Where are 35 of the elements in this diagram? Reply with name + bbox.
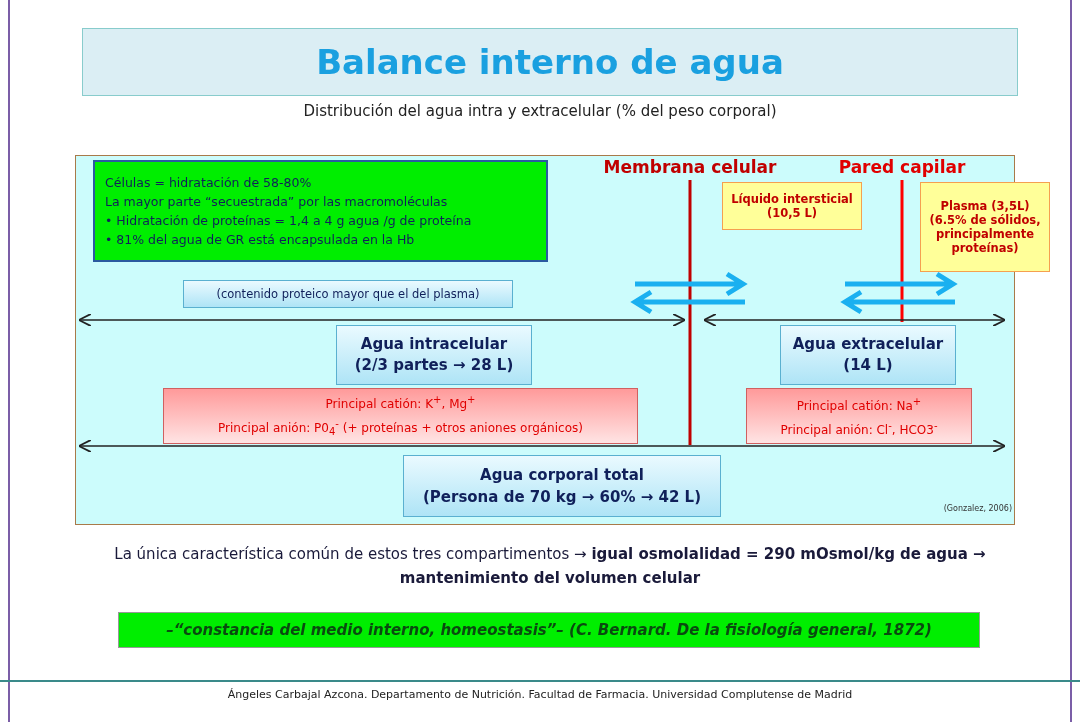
info-box (93, 160, 548, 262)
ion-box (163, 388, 638, 444)
compartment-box (722, 182, 862, 230)
box-text: (Persona de 70 kg → 60% → 42 L) (421, 487, 703, 508)
total-water-box (403, 455, 721, 517)
summary-text: La única característica común de estos tres compartimentos → igual osmolalidad = 290 mOsmol/kg de agua → mantenimiento del volumen celular (113, 544, 987, 589)
subtitle: Distribución del agua intra y extracelular (% del peso corporal) (302, 102, 778, 120)
box-text: • 81% del agua de GR está encapsulada en la Hb (105, 231, 416, 249)
ion-box (746, 388, 972, 444)
box-text: Células = hidratación de 58-80% (105, 174, 313, 192)
title: Balance interno de agua (316, 42, 784, 82)
quote-box (118, 612, 980, 648)
boundary-label: Pared capilar (837, 157, 967, 177)
box-text: Principal anión: Cl$^{-}$, HCO3$^{-}$ (779, 419, 939, 439)
box-text: Líquido intersticial (10,5 L) (730, 192, 854, 220)
box-text: (14 L) (842, 355, 894, 376)
box-text: (2/3 partes → 28 L) (353, 355, 515, 376)
box-text: Plasma (3,5L) (6.5% de sólidos, principalmente proteínas) (928, 199, 1042, 255)
box-text: Principal catión: Na$^{+}$ (795, 395, 923, 415)
compartment-box (336, 325, 532, 385)
boundary-label: Membrana celular (602, 157, 778, 177)
box-text: • Hidratación de proteínas = 1,4 a 4 g agua /g de proteína (105, 212, 473, 230)
box-text: Agua intracelular (359, 334, 509, 355)
compartment-box (780, 325, 956, 385)
box-text: La mayor parte “secuestrada” por las macromoléculas (105, 193, 449, 211)
citation: (Gonzalez, 2006) (942, 504, 1012, 513)
box-text: (contenido proteico mayor que el del plasma) (215, 287, 481, 301)
note-box (183, 280, 513, 308)
box-text: Agua corporal total (479, 465, 645, 486)
box-text: Agua extracelular (791, 334, 945, 355)
box-text: Principal catión: K$^{+}$, Mg$^{+}$ (324, 393, 477, 414)
box-text: Principal anión: P0$_{4}$$^{-}$ (+ proteínas + otros aniones orgánicos) (217, 417, 584, 440)
box-text: –“constancia del medio interno, homeostasis”– (C. Bernard. De la fisiología general, 1872) (165, 621, 933, 639)
footer-text: Ángeles Carbajal Azcona. Departamento de Nutrición. Facultad de Farmacia. Universidad Complutense de Madrid (226, 688, 854, 701)
compartment-box (920, 182, 1050, 272)
